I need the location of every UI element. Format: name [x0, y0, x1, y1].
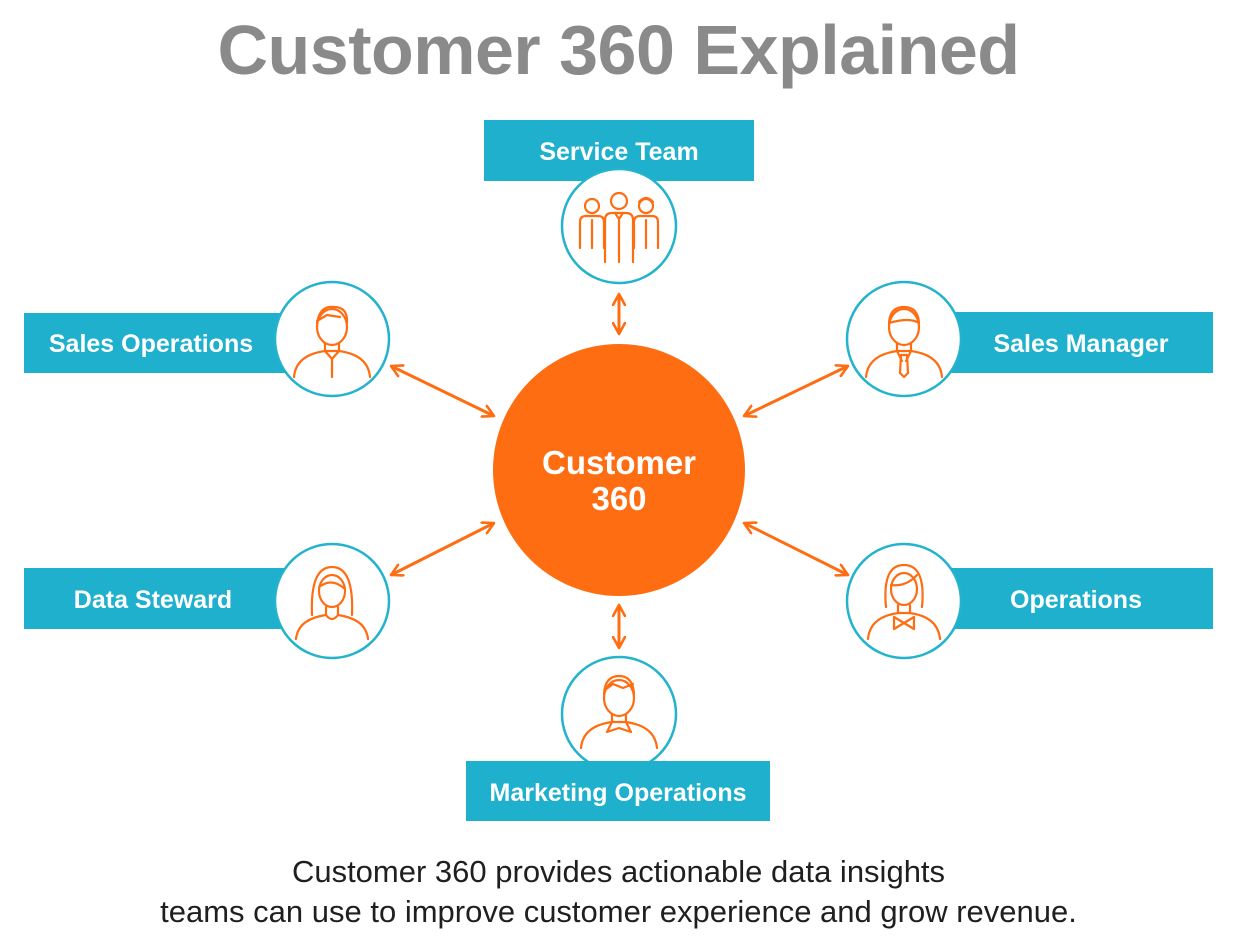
- role-avatar-ring: [560, 655, 678, 773]
- role-box: [943, 568, 1213, 629]
- hub-label-line1: Customer: [542, 444, 696, 481]
- role-label: Marketing Operations: [490, 779, 747, 807]
- role-box: [24, 568, 294, 629]
- woman-bowtie-icon: [866, 563, 942, 641]
- role-box: [943, 312, 1213, 373]
- role-label: Service Team: [539, 138, 698, 166]
- role-operations: Operations: [845, 542, 1213, 660]
- hub-label-line2: 360: [591, 480, 646, 517]
- role-box: [24, 313, 294, 373]
- hub-circle: [493, 344, 745, 596]
- role-sales-manager: Sales Manager: [845, 280, 1213, 398]
- team-group-icon: [578, 191, 660, 264]
- role-data-steward: Data Steward: [24, 542, 391, 660]
- woman-icon: [294, 565, 370, 641]
- role-box: [466, 761, 770, 821]
- connector-sales-operations: [391, 366, 494, 416]
- man-collar-icon: [579, 674, 659, 750]
- caption-line-1: Customer 360 provides actionable data in…: [291, 854, 946, 889]
- role-label: Sales Operations: [49, 330, 253, 358]
- center-hub: Customer 360: [493, 344, 745, 596]
- role-sales-operations: Sales Operations: [24, 280, 391, 398]
- role-service-team: Service Team: [484, 120, 754, 285]
- page-title: Customer 360 Explained: [217, 11, 1020, 89]
- man-icon: [292, 305, 372, 379]
- role-avatar-ring: [845, 280, 963, 398]
- connector-sales-manager: [744, 366, 848, 416]
- role-avatar-ring: [273, 542, 391, 660]
- role-label: Operations: [1010, 586, 1142, 614]
- caption-line-2: teams can use to improve customer experi…: [160, 894, 1077, 929]
- connector-data-steward: [391, 523, 494, 575]
- connectors: [391, 294, 848, 648]
- role-label: Data Steward: [74, 586, 232, 614]
- businessman-tie-icon: [864, 305, 944, 379]
- role-avatar-ring: [273, 280, 391, 398]
- role-marketing-operations: Marketing Operations: [466, 655, 770, 821]
- connector-operations: [744, 523, 848, 575]
- role-label: Sales Manager: [993, 330, 1168, 358]
- role-avatar-ring: [845, 542, 963, 660]
